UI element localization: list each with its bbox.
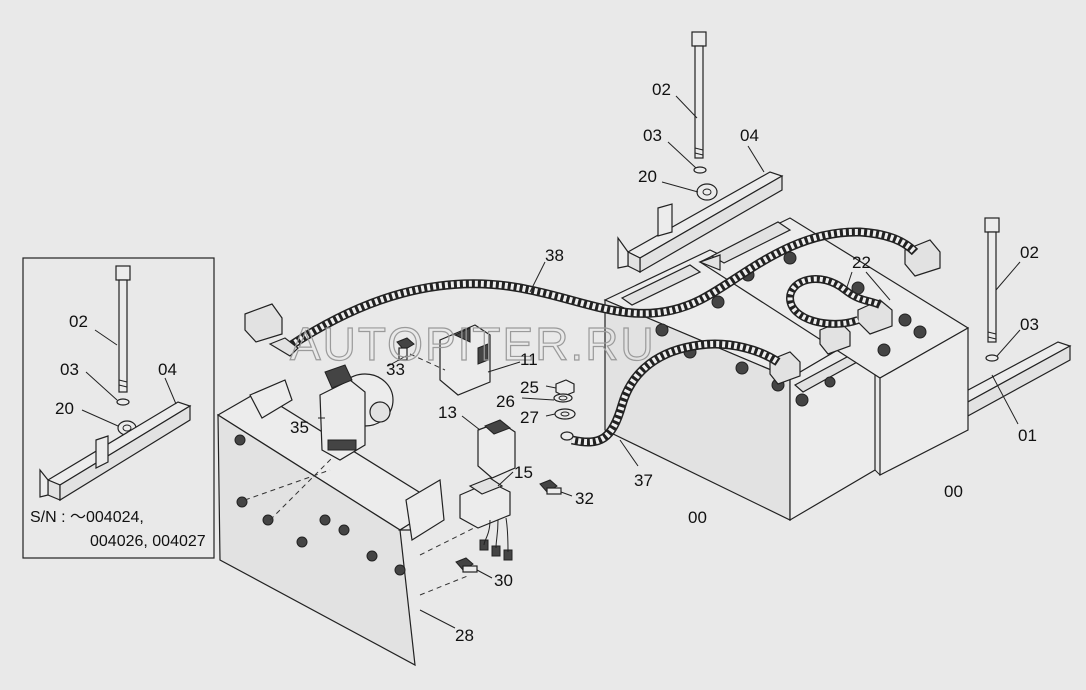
callout-labels: 02 03 04 20 38 22 02 03 01 00 00 37 11 3… xyxy=(290,80,1039,645)
label-27: 27 xyxy=(520,408,539,427)
bolt-32 xyxy=(539,479,573,497)
top-holddown-assembly xyxy=(617,31,784,274)
serial-number-line-2: 004026, 004027 xyxy=(90,533,206,550)
label-13: 13 xyxy=(438,403,457,422)
label-03-top: 03 xyxy=(643,126,662,145)
label-38: 38 xyxy=(545,246,564,265)
label-15: 15 xyxy=(514,463,533,482)
inset-label-03: 03 xyxy=(60,360,79,379)
relay-35 xyxy=(318,364,394,461)
inset-label-20: 20 xyxy=(55,399,74,418)
fasteners-25-27 xyxy=(521,379,576,420)
switch-15 xyxy=(459,471,514,561)
relay-13 xyxy=(461,415,516,479)
label-35: 35 xyxy=(290,418,309,437)
label-03-right: 03 xyxy=(1020,315,1039,334)
label-00-right: 00 xyxy=(944,482,963,501)
battery-left xyxy=(603,249,877,522)
label-20-top: 20 xyxy=(638,167,657,186)
label-02-top: 02 xyxy=(652,80,671,99)
terminal-caps xyxy=(244,239,941,385)
label-30: 30 xyxy=(494,571,513,590)
label-04-top: 04 xyxy=(740,126,759,145)
label-01: 01 xyxy=(1018,426,1037,445)
inset-box: 02 03 04 20 S/N : ～004024, 004026, 00402… xyxy=(22,257,215,559)
inset-label-04: 04 xyxy=(158,360,177,379)
cable-end-caps xyxy=(268,337,299,357)
inset-label-02: 02 xyxy=(69,312,88,331)
label-25: 25 xyxy=(520,378,539,397)
label-33: 33 xyxy=(386,360,405,379)
label-32: 32 xyxy=(575,489,594,508)
label-11: 11 xyxy=(520,350,538,369)
serial-number-line-1: S/N : ～004024, xyxy=(30,509,144,526)
label-02-right: 02 xyxy=(1020,243,1039,262)
bolt-30 xyxy=(455,557,493,579)
label-26: 26 xyxy=(496,392,515,411)
label-22: 22 xyxy=(852,253,871,272)
label-37: 37 xyxy=(634,471,653,490)
cables xyxy=(287,227,919,467)
bracket-11 xyxy=(439,324,521,396)
mounting-panel xyxy=(216,379,481,667)
label-28: 28 xyxy=(455,626,474,645)
watermark: AUTOPITER.RU xyxy=(290,318,656,370)
label-00-mid: 00 xyxy=(688,508,707,527)
bolt-33 xyxy=(387,337,446,371)
